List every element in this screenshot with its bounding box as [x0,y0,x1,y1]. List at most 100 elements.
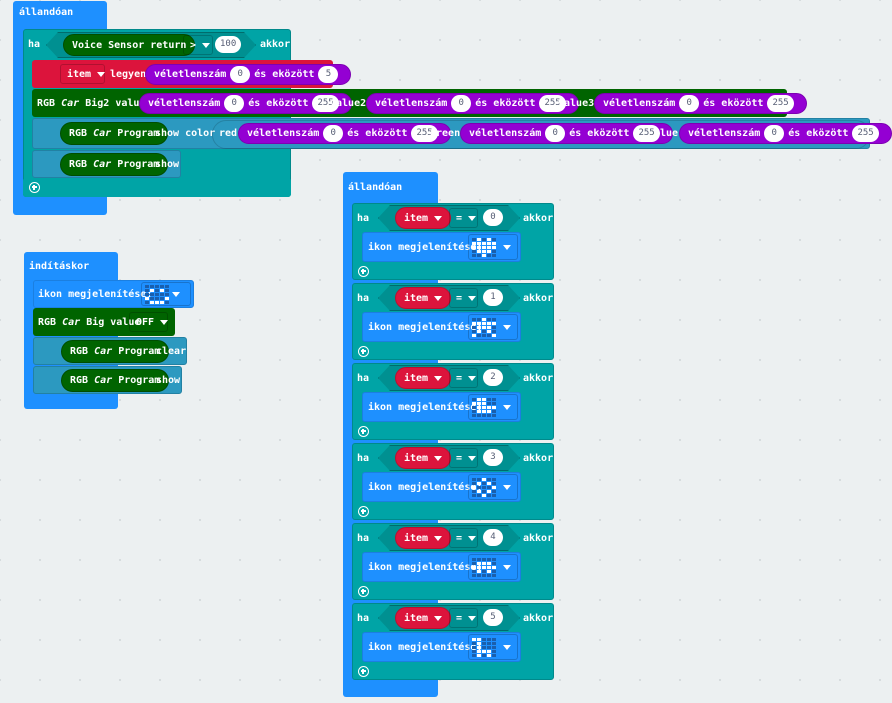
random-max-input[interactable]: 255 [767,95,794,112]
show-label: show [155,159,180,170]
random-max-input[interactable]: 5 [318,66,339,83]
icon-dropdown[interactable] [468,554,518,580]
icon-dropdown[interactable] [468,474,518,500]
compare-operator-dropdown[interactable]: = [449,448,478,468]
compare-operator-dropdown[interactable]: > [183,35,213,55]
led-pixel [477,254,481,257]
random-min-input[interactable]: 0 [451,95,472,112]
led-pixel [477,646,481,649]
add-else-icon[interactable] [358,666,369,677]
compare-value-input[interactable]: 1 [483,289,503,306]
led-pixel [492,574,496,577]
random-max-input[interactable]: 255 [411,125,438,142]
value1-label: value1 [115,98,152,109]
if-footer [23,178,291,197]
led-pixel [482,246,486,249]
compare-operator-dropdown[interactable]: = [449,608,478,628]
add-else-icon[interactable] [358,266,369,277]
led-pixel [482,254,486,257]
led-pixel [482,318,486,321]
compare-value-input[interactable]: 0 [483,209,503,226]
variable-reporter[interactable]: item [395,607,452,629]
on-off-dropdown[interactable]: OFF [129,312,169,332]
led-pixel [487,486,491,489]
compare-value-input[interactable]: 5 [483,609,503,626]
clear-label: clear [156,346,187,357]
random-reporter-value3[interactable]: véletlenszám 0 és eközött 255 [594,93,807,114]
random-reporter-value1[interactable]: véletlenszám 0 és eközött 255 [139,93,352,114]
led-pixel [477,570,481,573]
led-pixel [487,254,491,257]
led-pixel [482,642,486,645]
random-reporter-green[interactable]: véletlenszám 0 és eközött 255 [460,123,673,144]
variable-label: item [404,612,429,624]
rgb-car-program-reporter[interactable]: RGB Car Program [60,122,169,145]
chevron-down-icon [97,71,106,77]
add-else-icon[interactable] [358,506,369,517]
add-else-icon[interactable] [358,346,369,357]
add-else-icon[interactable] [358,426,369,437]
led-pixel [472,558,476,561]
variable-reporter[interactable]: item [395,367,452,389]
on-start-hat-label: indításkor [29,261,90,272]
icon-dropdown[interactable] [468,394,518,420]
chevron-down-icon [434,215,443,221]
led-pixel [477,334,481,337]
random-min-input[interactable]: 0 [545,125,566,142]
variable-reporter[interactable]: item [395,287,452,309]
random-min-input[interactable]: 0 [224,95,245,112]
compare-operator-dropdown[interactable]: = [449,208,478,228]
green-label: green [430,128,461,139]
random-min-input[interactable]: 0 [323,125,344,142]
random-min-input[interactable]: 0 [764,125,785,142]
compare-operator-dropdown[interactable]: = [449,368,478,388]
icon-dropdown[interactable] [468,234,518,260]
led-pixel [482,330,486,333]
led-pixel [487,414,491,417]
led-pixel [482,334,486,337]
state-label: OFF [136,316,155,328]
led-pixel [160,285,164,288]
icon-dropdown[interactable] [141,282,191,306]
icon-dropdown[interactable] [468,634,518,660]
led-pixel [472,402,476,405]
random-min-input[interactable]: 0 [679,95,700,112]
voice-sensor-reporter[interactable]: Voice Sensor return [63,34,196,56]
led-pixel [482,482,486,485]
compare-value-input[interactable]: 3 [483,449,503,466]
rgb-car-program-reporter[interactable]: RGB Car Program [60,153,169,176]
rgb-car-program-reporter[interactable]: RGB Car Program [61,340,170,363]
random-max-input[interactable]: 255 [539,95,566,112]
led-pixel [477,642,481,645]
led-pixel [165,297,169,300]
led-pixel [477,242,481,245]
icon-dropdown[interactable] [468,314,518,340]
random-max-input[interactable]: 255 [852,125,879,142]
add-else-icon[interactable] [29,182,40,193]
random-min-input[interactable]: 0 [230,66,251,83]
operator-label: = [456,292,463,304]
led-pixel [487,322,491,325]
rgb-car-big-value-block[interactable] [33,308,175,336]
random-reporter-value2[interactable]: véletlenszám 0 és eközött 255 [366,93,579,114]
threshold-input[interactable]: 100 [215,36,242,53]
random-max-input[interactable]: 255 [312,95,339,112]
compare-operator-dropdown[interactable]: = [449,528,478,548]
variable-reporter[interactable]: item [395,527,452,549]
random-max-input[interactable]: 255 [633,125,660,142]
led-pixel [477,482,481,485]
compare-value-input[interactable]: 4 [483,529,503,546]
car-label: Car [62,317,81,328]
random-reporter-blue[interactable]: véletlenszám 0 és eközött 255 [679,123,892,144]
led-pixel [487,246,491,249]
compare-value-input[interactable]: 2 [483,369,503,386]
random-reporter[interactable]: véletlenszám 0 és eközött 5 [145,64,352,85]
variable-reporter[interactable]: item [395,447,452,469]
random-reporter-red[interactable]: véletlenszám 0 és eközött 255 [238,123,451,144]
variable-dropdown[interactable]: item [60,64,106,84]
add-else-icon[interactable] [358,586,369,597]
compare-operator-dropdown[interactable]: = [449,288,478,308]
rgb-car-program-reporter[interactable]: RGB Car Program [61,369,170,392]
variable-reporter[interactable]: item [395,207,452,229]
led-pixel [482,486,486,489]
